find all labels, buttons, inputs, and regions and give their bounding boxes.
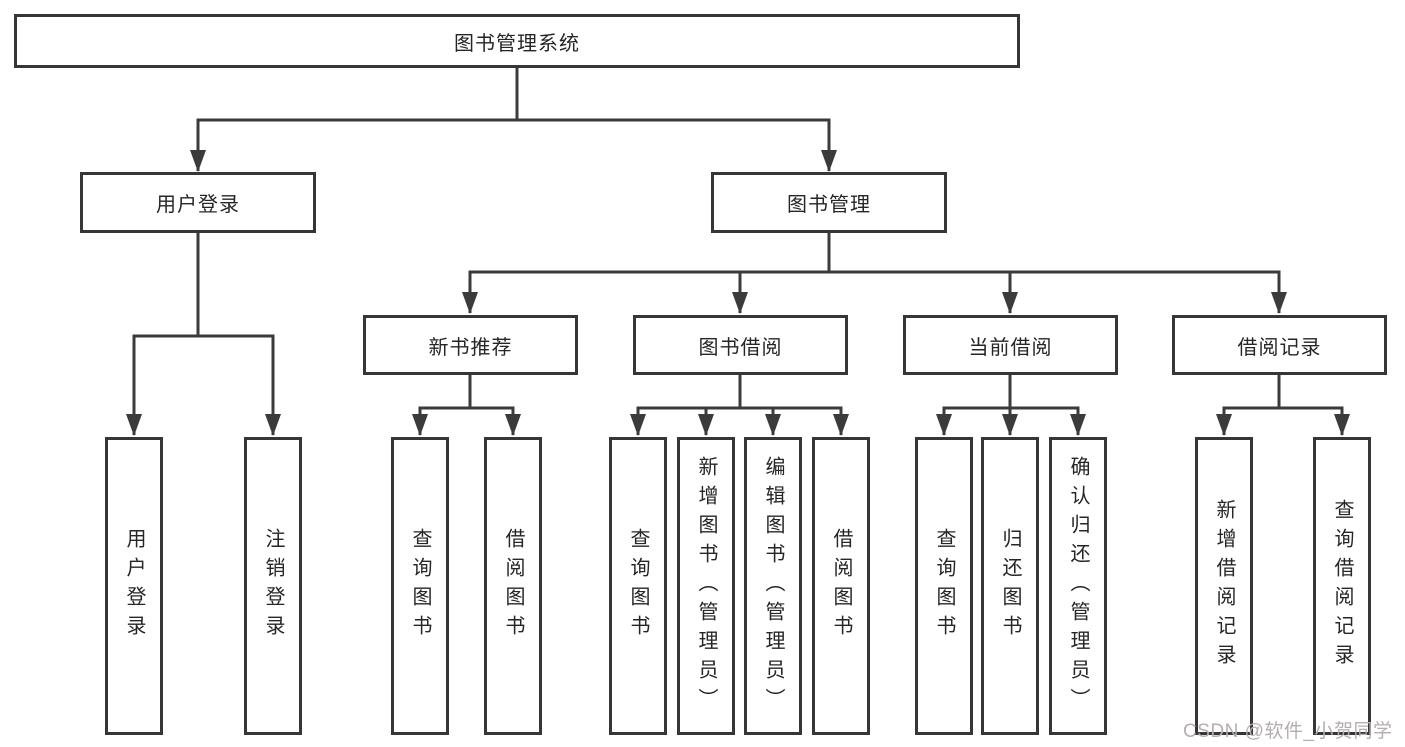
node-label: 图书借阅	[698, 336, 783, 359]
leaf-borrow-books-recommend: 借阅图书	[484, 437, 542, 735]
node-book-management: 图书管理	[711, 172, 947, 233]
leaf-label: 新增图书（管理员）	[695, 455, 717, 717]
leaf-label: 查询图书	[933, 528, 955, 644]
leaf-label: 新增借阅记录	[1213, 499, 1235, 673]
node-label: 新书推荐	[428, 336, 513, 359]
leaf-label: 编辑图书（管理员）	[762, 455, 784, 717]
leaf-borrow-books: 借阅图书	[812, 437, 870, 735]
leaf-return-books: 归还图书	[981, 437, 1039, 735]
node-new-book-recommendation: 新书推荐	[363, 315, 578, 375]
node-library-management-system: 图书管理系统	[14, 14, 1020, 68]
leaf-query-books-borrowing: 查询图书	[609, 437, 667, 735]
node-label: 用户登录	[156, 194, 240, 216]
leaf-label: 借阅图书	[502, 528, 524, 644]
leaf-label: 注销登录	[262, 528, 284, 644]
leaf-edit-books-admin: 编辑图书（管理员）	[744, 437, 802, 735]
node-label: 图书管理系统	[454, 32, 580, 55]
leaf-label: 查询图书	[409, 528, 431, 644]
node-current-borrowing: 当前借阅	[903, 315, 1118, 375]
leaf-logout: 注销登录	[244, 437, 302, 735]
leaf-query-borrow-record: 查询借阅记录	[1313, 437, 1371, 735]
leaf-label: 查询借阅记录	[1331, 499, 1353, 673]
node-label: 当前借阅	[968, 336, 1053, 359]
leaf-label: 借阅图书	[830, 528, 852, 644]
node-user-login: 用户登录	[80, 172, 316, 233]
leaf-add-borrow-record: 新增借阅记录	[1195, 437, 1253, 735]
leaf-query-books-recommend: 查询图书	[391, 437, 449, 735]
leaf-label: 确认归还（管理员）	[1067, 455, 1089, 717]
node-borrowing-records: 借阅记录	[1172, 315, 1387, 375]
leaf-add-books-admin: 新增图书（管理员）	[677, 437, 735, 735]
leaf-label: 归还图书	[999, 528, 1021, 644]
leaf-label: 用户登录	[123, 528, 145, 644]
node-label: 图书管理	[787, 194, 871, 216]
node-book-borrowing: 图书借阅	[633, 315, 848, 375]
leaf-confirm-return-admin: 确认归还（管理员）	[1049, 437, 1107, 735]
csdn-watermark: CSDN @软件_小贺同学	[1183, 721, 1393, 742]
leaf-user-login: 用户登录	[105, 437, 163, 735]
leaf-label: 查询图书	[627, 528, 649, 644]
leaf-query-books-current: 查询图书	[915, 437, 973, 735]
node-label: 借阅记录	[1237, 336, 1322, 359]
